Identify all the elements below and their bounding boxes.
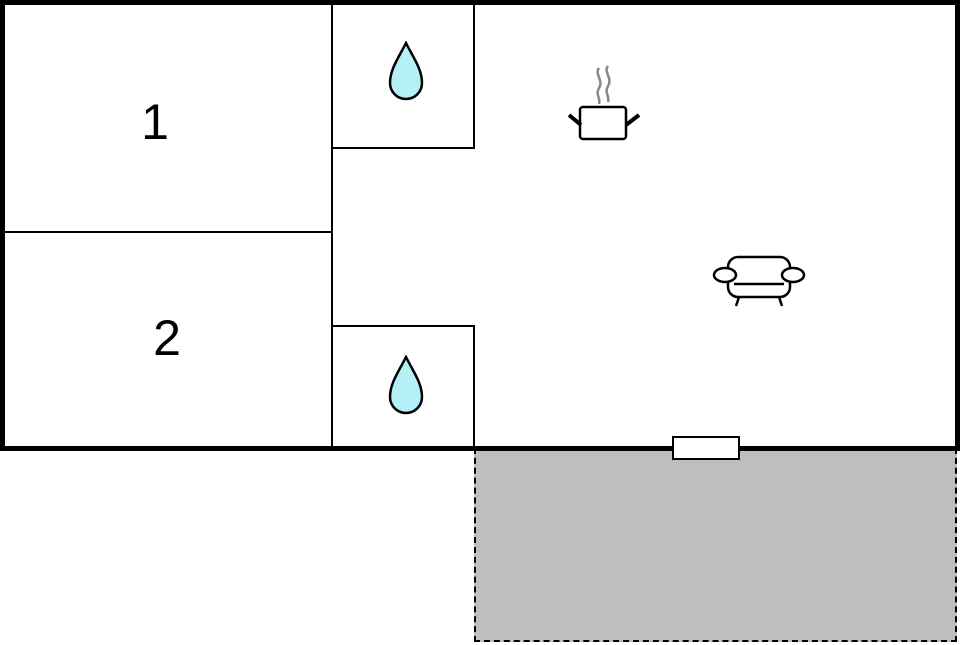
wall-bath1-right (473, 4, 475, 149)
wall-bath2-top (331, 325, 475, 327)
room-label-1: 1 (141, 94, 169, 150)
cooking-pot-icon (567, 65, 641, 141)
wall-bedroom-divider (4, 231, 332, 233)
house-outline (0, 0, 960, 451)
water-drop-icon (388, 41, 424, 101)
sofa-icon (712, 255, 806, 307)
wall-vertical-left (331, 4, 333, 447)
wall-bath1-bottom (331, 147, 475, 149)
water-drop-icon (388, 355, 424, 415)
wall-bath2-right (473, 325, 475, 447)
terrace-door (672, 436, 740, 460)
terrace-area (474, 448, 957, 642)
room-label-2: 2 (153, 310, 181, 366)
